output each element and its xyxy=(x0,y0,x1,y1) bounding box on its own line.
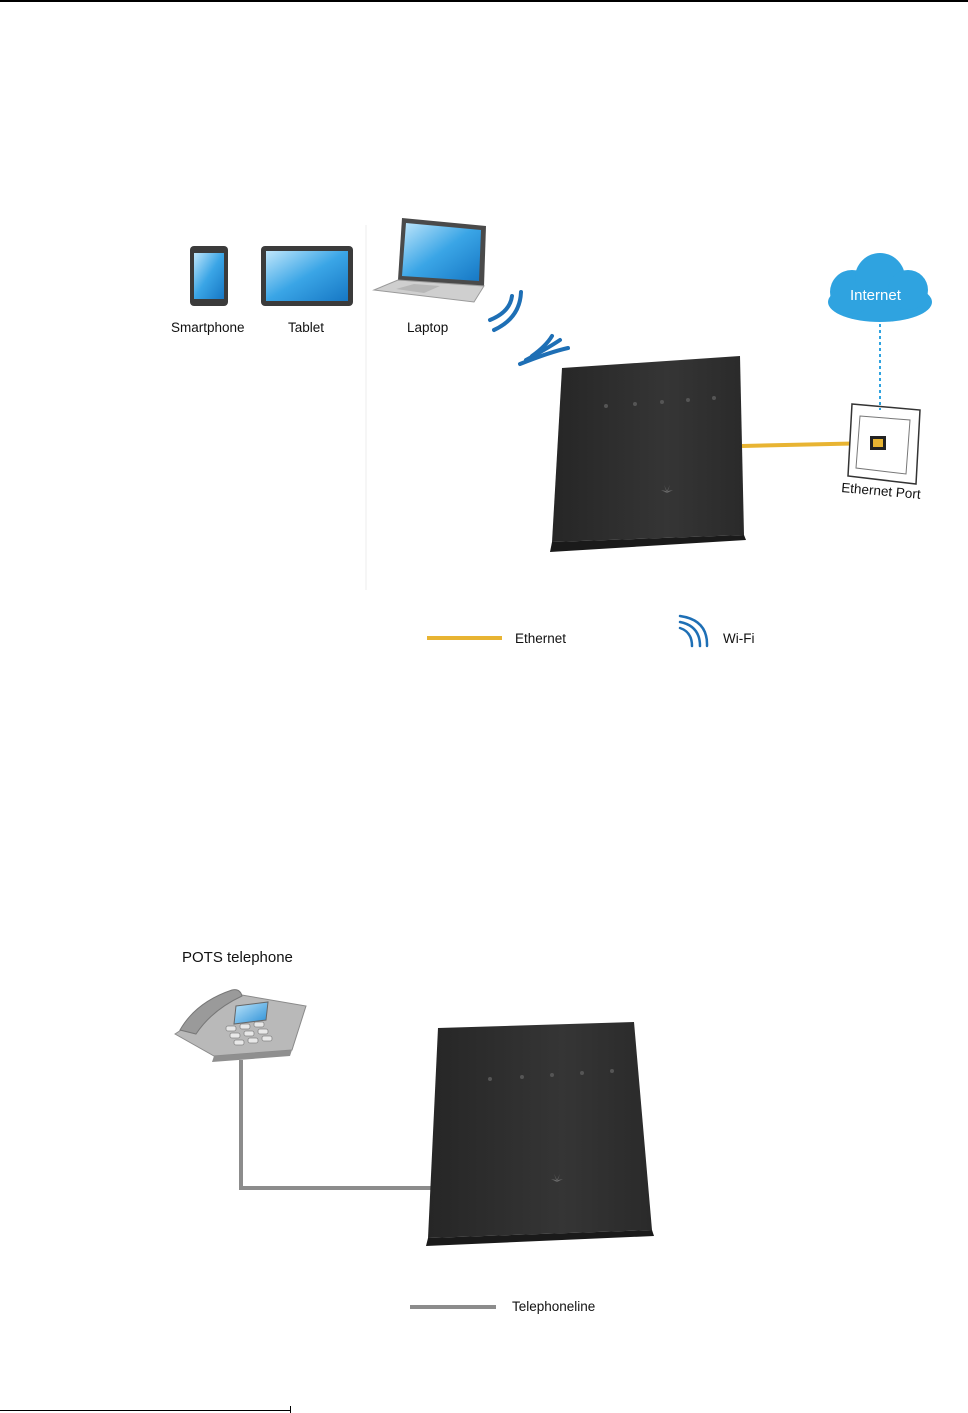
pots-telephone-icon xyxy=(174,989,307,1062)
telephone-diagram-graphic xyxy=(174,989,654,1309)
footer-tick xyxy=(290,1406,291,1413)
legend-ethernet-label: Ethernet xyxy=(515,631,567,646)
top-page-rule xyxy=(0,0,968,2)
pots-telephone-label: POTS telephone xyxy=(182,949,293,966)
legend-wifi-label: Wi-Fi xyxy=(723,631,755,646)
footer-rule xyxy=(0,1410,290,1411)
smartphone-label: Smartphone xyxy=(171,320,245,335)
wifi-connection-diagram: Smartphone Tablet Laptop Internet Ethern… xyxy=(0,0,968,700)
tablet-icon xyxy=(261,246,353,306)
ethernet-wall-port xyxy=(847,403,921,485)
telephone-connection-diagram: POTS telephone Telephoneline xyxy=(0,930,968,1350)
brand-logo xyxy=(661,485,673,493)
router-device xyxy=(550,356,746,552)
tablet-label: Tablet xyxy=(288,320,325,335)
brand-logo xyxy=(551,1174,563,1182)
legend-wifi-icon xyxy=(678,614,709,648)
wifi-diagram-graphic xyxy=(190,218,932,648)
legend-telephone-line-label: Telephoneline xyxy=(512,1299,596,1314)
laptop-label: Laptop xyxy=(407,320,449,335)
wifi-signal-waves xyxy=(488,290,570,366)
laptop-icon xyxy=(372,218,486,303)
smartphone-icon xyxy=(190,246,228,306)
internet-cloud-icon xyxy=(828,253,932,322)
telephone-line-cable xyxy=(239,1060,432,1190)
router-device xyxy=(426,1022,654,1246)
internet-cloud-label: Internet xyxy=(850,287,901,304)
